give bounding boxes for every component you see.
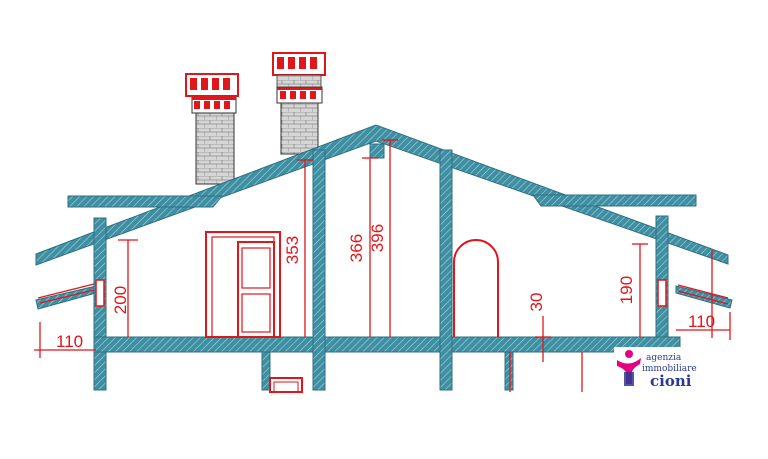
chimney-left [185,73,239,185]
dim-190: 190 [617,276,636,304]
agency-logo: agenzia immobiliare cioni [614,347,706,390]
lower-door [269,377,303,393]
dim-396: 396 [368,224,387,252]
dim-30: 30 [527,293,546,312]
dim-353: 353 [283,236,302,264]
logo-line-2: immobiliare [642,364,697,374]
logo-line-1: agenzia [646,353,682,363]
dim-200: 200 [111,286,130,314]
structure [93,149,681,391]
dim-366: 366 [347,234,366,262]
dimension-lines [34,139,731,392]
arch-opening [453,239,499,337]
logo-line-3: cioni [650,372,692,390]
chimney-right [272,52,326,155]
door [205,231,281,338]
dim-110-right: 110 [688,312,715,331]
dim-110-left: 110 [56,332,83,351]
